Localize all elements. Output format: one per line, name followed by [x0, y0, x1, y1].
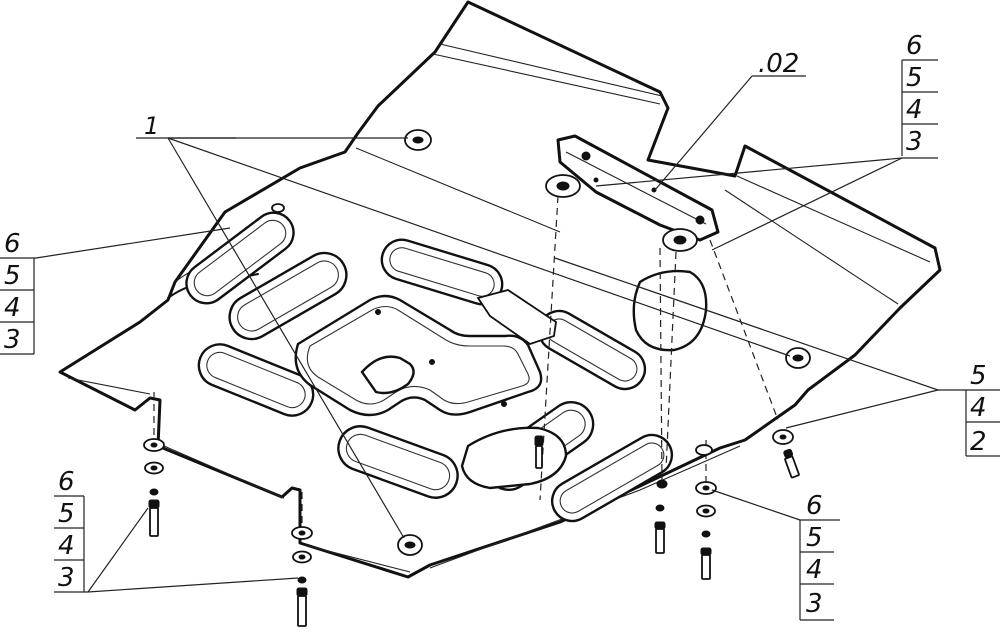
- stack-top-right-5: 5: [906, 63, 923, 93]
- callout-stack-bottom-right: 6 5 4 3: [799, 491, 834, 621]
- stack-top-right-3: 3: [906, 127, 923, 157]
- callout-02-label: .02: [758, 49, 799, 79]
- stack-right-5: 5: [970, 361, 987, 391]
- caged-nuts: [271, 129, 811, 556]
- stack-top-right-4: 4: [906, 95, 923, 125]
- callout-stack-bottom-left: 6 5 4 3: [54, 467, 85, 593]
- stack-bottom-left-3: 3: [58, 563, 75, 593]
- stack-bottom-right-3: 3: [806, 589, 823, 619]
- stack-left-6: 6: [4, 229, 21, 259]
- stack-bottom-right-4: 4: [806, 555, 823, 585]
- stack-left-5: 5: [4, 261, 21, 291]
- stack-bottom-right-6: 6: [806, 491, 823, 521]
- stack-bottom-left-4: 4: [58, 531, 75, 561]
- callout-stack-top-right: 6 5 4 3: [901, 31, 938, 157]
- callout-part-02: .02: [758, 49, 799, 79]
- callout-stack-left: 6 5 4 3: [0, 229, 35, 355]
- stack-bottom-left-6: 6: [58, 467, 75, 497]
- stack-bottom-left-5: 5: [58, 499, 75, 529]
- stamped-ribs: [185, 211, 708, 523]
- callout-1-label: 1: [144, 112, 159, 140]
- leader-lines: [0, 75, 1000, 593]
- fasteners: [143, 195, 800, 627]
- stack-right-4: 4: [970, 393, 987, 423]
- callout-stack-right: 5 4 2: [965, 361, 1000, 457]
- bracket-part: [545, 134, 720, 252]
- stack-bottom-right-5: 5: [806, 523, 823, 553]
- stack-left-4: 4: [4, 293, 21, 323]
- stack-left-3: 3: [4, 325, 21, 355]
- stack-right-2: 2: [970, 427, 987, 457]
- callout-part-1: 1: [144, 112, 159, 140]
- stack-top-right-6: 6: [906, 31, 923, 61]
